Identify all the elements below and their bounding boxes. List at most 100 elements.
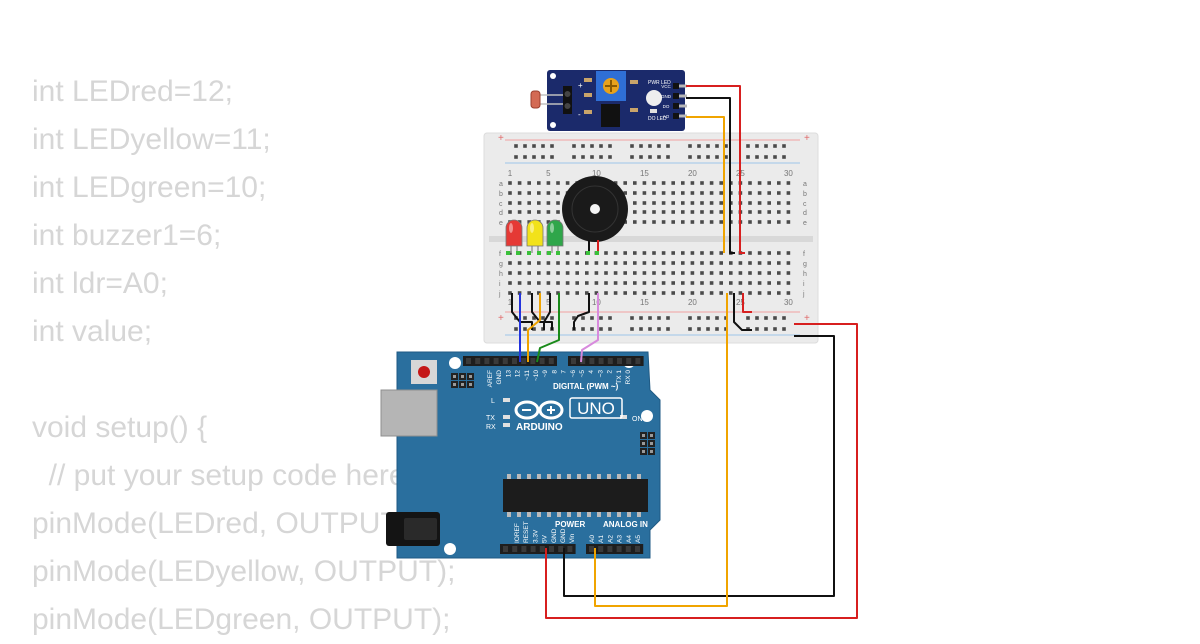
rail-hole bbox=[755, 316, 759, 320]
header-socket bbox=[616, 546, 622, 552]
icsp-header bbox=[640, 432, 655, 455]
header-socket bbox=[589, 358, 595, 364]
rail-hole bbox=[764, 144, 768, 148]
pin-label: 2 bbox=[607, 370, 614, 374]
rail-hole bbox=[541, 144, 545, 148]
breadboard-hole bbox=[786, 181, 791, 185]
breadboard-hole bbox=[537, 181, 541, 185]
row-letter: d bbox=[803, 210, 807, 217]
breadboard-hole bbox=[642, 201, 647, 205]
breadboard-hole bbox=[661, 281, 666, 285]
breadboard-hole bbox=[757, 201, 762, 205]
header-pin bbox=[453, 383, 456, 386]
breadboard-hole bbox=[642, 181, 647, 185]
breadboard-hole bbox=[767, 281, 771, 285]
column-number: 25 bbox=[736, 298, 745, 307]
breadboard-hole bbox=[767, 261, 771, 265]
connected-hole bbox=[547, 251, 551, 255]
breadboard-hole bbox=[671, 251, 675, 255]
breadboard-hole bbox=[623, 261, 627, 265]
breadboard-hole bbox=[517, 261, 522, 265]
header-pin bbox=[679, 104, 687, 108]
header-socket bbox=[571, 358, 576, 364]
breadboard-hole bbox=[633, 251, 637, 255]
rail-hole bbox=[648, 144, 652, 148]
row-letter: i bbox=[499, 281, 501, 288]
rail-hole bbox=[715, 155, 719, 159]
breadboard-hole bbox=[642, 271, 647, 275]
breadboard-hole bbox=[748, 201, 752, 205]
rail-hole bbox=[639, 144, 643, 148]
breadboard-hole bbox=[777, 281, 781, 285]
rail-hole bbox=[639, 327, 643, 331]
breadboard-hole bbox=[719, 261, 723, 265]
breadboard-hole bbox=[671, 210, 675, 214]
code-line: void setup() { bbox=[32, 411, 208, 444]
breadboard-hole bbox=[709, 191, 714, 195]
rail-hole bbox=[657, 327, 661, 331]
breadboard-hole bbox=[661, 181, 666, 185]
rail-hole bbox=[630, 144, 634, 148]
pin-label: TX 1 bbox=[616, 370, 623, 384]
breadboard-hole bbox=[767, 251, 771, 255]
column-number: 30 bbox=[784, 298, 793, 307]
header-pin bbox=[650, 450, 653, 453]
chip-pin bbox=[567, 474, 571, 479]
breadboard-hole bbox=[700, 261, 704, 265]
breadboard-hole bbox=[652, 210, 656, 214]
rail-plus-label: + bbox=[804, 133, 810, 144]
header-pin bbox=[469, 375, 472, 378]
header-socket bbox=[466, 358, 471, 364]
rail-hole bbox=[706, 327, 710, 331]
analog-label: ANALOG IN bbox=[603, 520, 648, 529]
row-letter: g bbox=[499, 261, 503, 268]
breadboard-hole bbox=[738, 291, 743, 295]
column-number: 5 bbox=[546, 298, 551, 307]
row-letter: h bbox=[499, 271, 503, 278]
breadboard-hole bbox=[757, 181, 762, 185]
breadboard-hole bbox=[594, 261, 599, 265]
breadboard-hole bbox=[623, 281, 627, 285]
breadboard-hole bbox=[719, 220, 723, 224]
header-pin bbox=[679, 94, 687, 98]
row-letter: e bbox=[499, 220, 503, 227]
breadboard-hole bbox=[546, 220, 551, 224]
breadboard-hole bbox=[633, 261, 637, 265]
pin-label: RESET bbox=[523, 521, 530, 543]
rail-hole bbox=[581, 155, 585, 159]
breadboard-hole bbox=[767, 191, 771, 195]
breadboard-hole bbox=[786, 201, 791, 205]
breadboard-hole bbox=[633, 291, 637, 295]
pin-label: A5 bbox=[635, 535, 642, 543]
pin-label: A0 bbox=[589, 535, 596, 543]
breadboard-hole bbox=[690, 201, 695, 205]
mount-hole bbox=[641, 410, 653, 422]
breadboard-channel bbox=[489, 236, 813, 242]
brand-label: ARDUINO bbox=[516, 422, 563, 433]
wire-rail-red bbox=[742, 293, 752, 313]
code-listing: int LEDred=12;int LEDyellow=11;int LEDgr… bbox=[32, 68, 581, 644]
breadboard-hole bbox=[517, 191, 522, 195]
breadboard-hole bbox=[652, 220, 656, 224]
breadboard-hole bbox=[700, 210, 704, 214]
breadboard-hole bbox=[613, 181, 618, 185]
reset-button-cap[interactable] bbox=[418, 366, 430, 378]
rail-hole bbox=[630, 155, 634, 159]
header-strip bbox=[500, 544, 576, 554]
breadboard-hole bbox=[700, 271, 704, 275]
breadboard-hole bbox=[508, 201, 512, 205]
chip-pin bbox=[527, 512, 531, 517]
header-pin bbox=[650, 442, 653, 445]
breadboard-hole bbox=[652, 201, 656, 205]
code-line: int ldr=A0; bbox=[32, 267, 168, 300]
pin-label: 8 bbox=[551, 370, 558, 374]
header-socket bbox=[530, 546, 536, 552]
row-letter: a bbox=[803, 181, 807, 188]
ldr-pin-label: AO bbox=[663, 114, 670, 119]
breadboard-hole bbox=[690, 181, 695, 185]
rail-hole bbox=[715, 316, 719, 320]
breadboard-hole bbox=[594, 291, 599, 295]
